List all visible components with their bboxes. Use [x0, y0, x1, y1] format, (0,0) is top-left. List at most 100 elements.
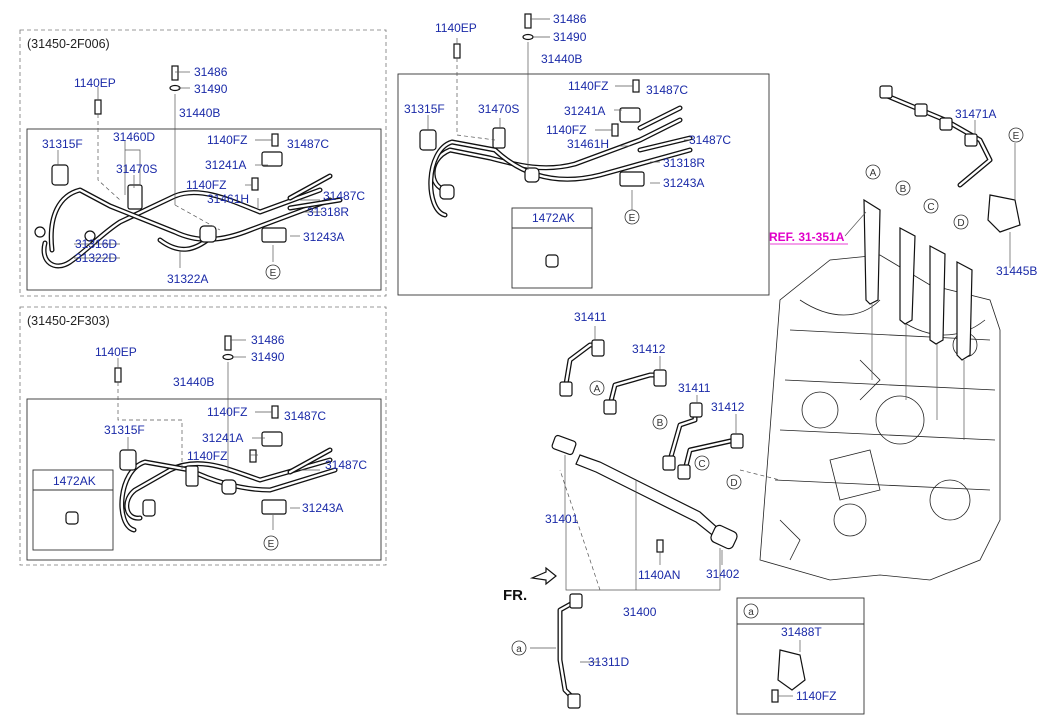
- callout-E: E: [270, 268, 277, 279]
- bracket-icon: [261, 499, 287, 515]
- washer-icon: [222, 353, 234, 361]
- label-31461h: 31461H: [207, 192, 249, 206]
- label-1140fz: 1140FZ: [796, 689, 836, 703]
- label-31487c: 31487C: [325, 458, 367, 472]
- callout-circle-E: [265, 264, 281, 280]
- sensor-connector-icon: [51, 164, 69, 186]
- hose-clamp-icon: [199, 225, 217, 243]
- common-rail-assembly: [529, 339, 806, 709]
- leaders-top-middle: [427, 18, 690, 210]
- bolt-icon: [271, 405, 279, 419]
- callout-E: E: [1013, 131, 1020, 142]
- variant-box-2f006: [19, 29, 387, 297]
- pressure-sensor-icon: [551, 434, 577, 456]
- pipe-nut-icon: [689, 402, 703, 418]
- subassembly-box-2f303: [26, 398, 382, 561]
- sensor-connector-icon: [119, 449, 137, 471]
- callout-C: C: [927, 202, 934, 213]
- bolt-icon: [94, 99, 102, 115]
- label-31461h: 31461H: [567, 137, 609, 151]
- callout-C: C: [698, 459, 705, 470]
- bolt-icon: [224, 335, 232, 351]
- pressure-regulator-icon: [710, 524, 738, 550]
- label-31490: 31490: [251, 350, 285, 364]
- label-31460d: 31460D: [113, 130, 155, 144]
- label-31241a: 31241A: [202, 431, 243, 445]
- connector-icon: [964, 133, 978, 147]
- hose-clamp-icon: [221, 479, 237, 495]
- callout-a: a: [748, 607, 754, 618]
- fuel-pressure-sensor-icon: [185, 465, 199, 487]
- label-31488t: 31488T: [781, 625, 822, 639]
- label-31440b: 31440B: [179, 106, 220, 120]
- hose-clamp-icon: [545, 254, 559, 268]
- callout-A: A: [594, 384, 601, 395]
- variant-title-2f303: (31450-2F303): [27, 314, 110, 328]
- callout-circle-C: [923, 198, 939, 214]
- callout-circle-D: [953, 214, 969, 230]
- label-1140ep: 1140EP: [74, 76, 116, 90]
- variant-title-2f006: (31450-2F006): [27, 37, 110, 51]
- bolt-icon: [524, 13, 532, 29]
- pipe-nut-icon: [653, 369, 667, 387]
- label-31490: 31490: [194, 82, 228, 96]
- callout-E: E: [268, 539, 275, 550]
- bolt-icon: [249, 449, 257, 463]
- label-31401: 31401: [545, 512, 579, 526]
- pipe-nut-icon: [569, 593, 583, 609]
- label-31487c: 31487C: [689, 133, 731, 147]
- return-hose-assembly-2f006: [34, 65, 343, 269]
- label-31411: 31411: [574, 310, 607, 324]
- bolt-icon: [771, 689, 779, 703]
- callout-circle-E: [624, 209, 640, 225]
- callout-E: E: [629, 213, 636, 224]
- leaders-2f006: [57, 71, 322, 268]
- label-1140fz: 1140FZ: [207, 405, 247, 419]
- return-hose-assembly-2f303: [65, 335, 338, 533]
- clip-icon: [142, 499, 156, 517]
- label-1140fz: 1140FZ: [186, 178, 226, 192]
- labels-2f303: 1140EP 31486 31490 31440B 1140FZ 31487C …: [53, 333, 367, 515]
- callout-circle-a: [511, 640, 527, 656]
- leak-off-pipe: [879, 85, 1021, 268]
- bracket-31445b-icon: [987, 194, 1021, 233]
- callout-circle-C: [694, 455, 710, 471]
- front-arrow-icon: [529, 566, 557, 586]
- label-31311d: 31311D: [588, 655, 629, 669]
- bolt-icon: [114, 367, 122, 383]
- label-31243a: 31243A: [302, 501, 343, 515]
- label-31445b: 31445B: [996, 264, 1037, 278]
- label-31440b: 31440B: [541, 52, 582, 66]
- return-hose-assembly-top-middle: [419, 13, 693, 218]
- callout-a: a: [516, 644, 522, 655]
- bracket-icon: [261, 227, 287, 243]
- label-31471a: 31471A: [955, 107, 996, 121]
- detail-box-a: [736, 597, 865, 715]
- connector-icon: [914, 103, 928, 117]
- clip-icon: [34, 226, 46, 238]
- callout-B: B: [900, 184, 907, 195]
- label-31486: 31486: [194, 65, 228, 79]
- leaders-rail: [530, 326, 781, 663]
- injectors: [863, 198, 973, 440]
- fuel-pressure-sensor-icon: [127, 184, 143, 210]
- label-1140fz: 1140FZ: [546, 123, 586, 137]
- label-31400: 31400: [623, 605, 657, 619]
- bracket-icon: [261, 431, 283, 447]
- callout-circle-A: [589, 380, 605, 396]
- hose-clamp-icon: [65, 511, 79, 525]
- labels-engine: 31471A 31445B REF. 31-351A: [769, 107, 1037, 278]
- bolt-icon: [271, 133, 279, 147]
- label-31440b: 31440B: [173, 375, 214, 389]
- clip-icon: [84, 230, 96, 242]
- label-31322a: 31322A: [167, 272, 208, 286]
- subassembly-box-top-middle: [397, 73, 770, 296]
- detail-box-1472ak-left: [32, 469, 114, 551]
- ref-label: REF. 31-351A: [769, 230, 845, 244]
- washer-icon: [522, 33, 534, 41]
- label-31487c: 31487C: [323, 189, 365, 203]
- label-31315f: 31315F: [42, 137, 83, 151]
- callout-D: D: [730, 478, 737, 489]
- callout-circle-A: [865, 164, 881, 180]
